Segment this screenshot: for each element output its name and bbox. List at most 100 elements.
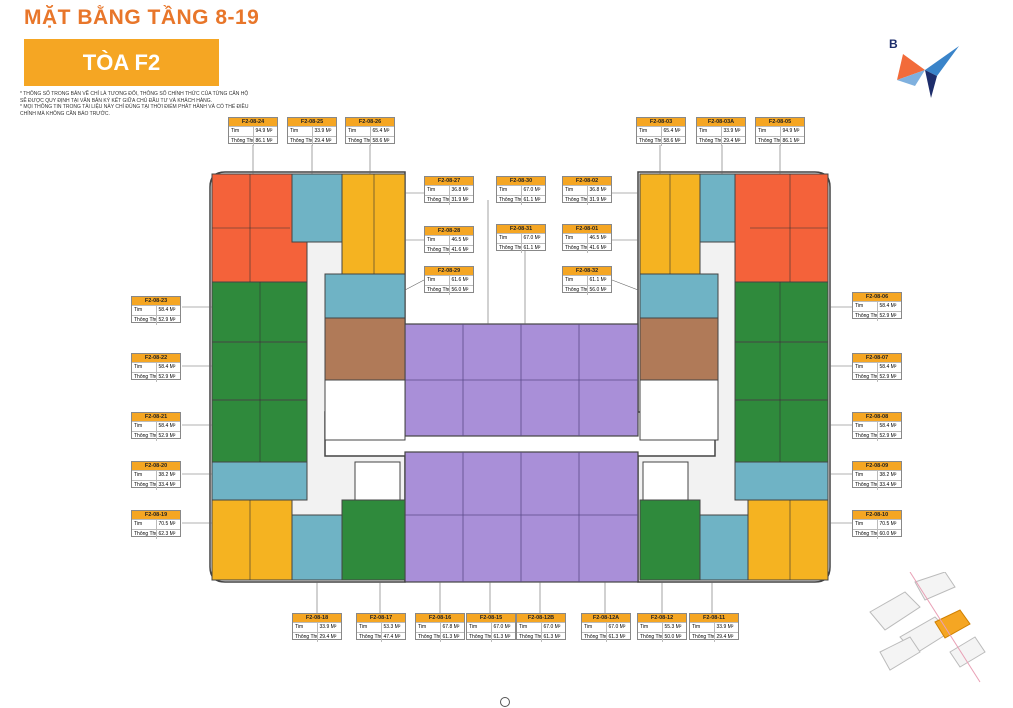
tim-value: 67.0 M² [605,623,631,632]
tim-label: Tim [134,423,143,429]
thong-thuy-value: 29.4 M² [720,137,746,146]
unit-code: F2-08-12A [582,614,630,622]
thong-thuy-value: 47.4 M² [380,633,406,642]
thong-thuy-label: Thông Thủy [855,531,877,537]
thong-thuy-value: 31.9 M² [586,196,612,205]
tim-value: 67.0 M² [490,623,516,632]
key-plan-road [909,572,981,683]
unit-code: F2-08-07 [853,354,901,362]
thong-thuy-label: Thông Thủy [418,634,440,640]
thong-thuy-label: Thông Thủy [639,138,661,144]
thong-thuy-label: Thông Thủy [499,245,521,251]
tim-value: 55.3 M² [661,623,687,632]
unit-code: F2-08-03 [637,118,685,126]
thong-thuy-label: Thông Thủy [134,433,156,439]
thong-thuy-value: 33.4 M² [155,481,181,490]
leader-lines [182,145,852,613]
tim-value: 61.6 M² [448,276,474,285]
tim-value: 94.9 M² [252,127,278,136]
thong-thuy-value: 41.6 M² [448,246,474,255]
unit-code: F2-08-11 [690,614,738,622]
tim-value: 65.4 M² [369,127,395,136]
tim-value: 46.5 M² [586,234,612,243]
tim-value: 58.4 M² [155,363,181,372]
thong-thuy-label: Thông Thủy [469,634,491,640]
unit-code: F2-08-32 [563,267,611,275]
unit-code: F2-08-03A [697,118,745,126]
thong-thuy-label: Thông Thủy [855,374,877,380]
tim-label: Tim [519,624,528,630]
tim-value: 65.4 M² [660,127,686,136]
thong-thuy-value: 61.1 M² [520,244,546,253]
note-line: CHỈNH MÀ KHÔNG CẦN BÁO TRƯỚC. [20,110,110,117]
unit-f2-08-17 [341,499,406,581]
thong-thuy-value: 52.9 M² [876,432,902,441]
thong-thuy-label: Thông Thủy [565,245,587,251]
thong-thuy-value: 58.6 M² [369,137,395,146]
tim-value: 58.4 M² [876,422,902,431]
thong-thuy-label: Thông Thủy [565,287,587,293]
thong-thuy-value: 31.9 M² [448,196,474,205]
page-title: MẶT BẰNG TẦNG 8-19 [24,6,260,29]
thong-thuy-value: 61.1 M² [520,196,546,205]
thong-thuy-label: Thông Thủy [692,634,714,640]
site-key-plan [869,572,986,683]
unit-f2-08-01-32 [639,273,719,319]
tim-label: Tim [348,128,357,134]
thong-thuy-value: 61.3 M² [605,633,631,642]
tim-value: 58.4 M² [876,302,902,311]
page-indicator-icon [500,697,510,707]
tim-label: Tim [499,187,508,193]
tim-value: 58.4 M² [155,306,181,315]
unit-f2-08-12 [639,499,701,581]
tim-label: Tim [295,624,304,630]
thong-thuy-label: Thông Thủy [348,138,370,144]
tim-label: Tim [427,187,436,193]
thong-thuy-label: Thông Thủy [565,197,587,203]
tim-value: 33.9 M² [316,623,342,632]
thong-thuy-label: Thông Thủy [134,374,156,380]
thong-thuy-value: 52.9 M² [876,312,902,321]
thong-thuy-value: 29.4 M² [311,137,337,146]
unit-f2-08-18 [291,514,343,581]
thong-thuy-value: 56.0 M² [586,286,612,295]
thong-thuy-value: 29.4 M² [713,633,739,642]
thong-thuy-label: Thông Thủy [134,531,156,537]
thong-thuy-value: 86.1 M² [779,137,805,146]
tim-value: 33.9 M² [311,127,337,136]
unit-code: F2-08-16 [416,614,464,622]
center-lower-block [404,451,639,583]
tim-value: 36.8 M² [448,186,474,195]
tim-label: Tim [758,128,767,134]
left-lift [354,461,401,501]
unit-code: F2-08-30 [497,177,545,185]
logo-letter: B [889,37,898,51]
unit-code: F2-08-15 [467,614,515,622]
tim-label: Tim [134,364,143,370]
unit-f2-08-28-29 [324,273,406,319]
note-line: SẼ ĐƯỢC QUY ĐỊNH TẠI VĂN BẢN KÝ KẾT GIỮA… [20,97,213,104]
unit-f2-08-20 [211,461,308,501]
thong-thuy-value: 61.3 M² [490,633,516,642]
tim-value: 67.8 M² [439,623,465,632]
tim-value: 67.0 M² [520,186,546,195]
unit-f2-08-23 [211,281,308,343]
thong-thuy-label: Thông Thủy [855,482,877,488]
logo-star-shard [925,46,959,76]
right-lift [642,461,689,501]
unit-code: F2-08-12 [638,614,686,622]
thong-thuy-label: Thông Thủy [519,634,541,640]
unit-f2-08-08 [734,399,829,463]
unit-f2-08-07 [734,341,829,401]
tim-label: Tim [565,235,574,241]
tim-label: Tim [134,472,143,478]
